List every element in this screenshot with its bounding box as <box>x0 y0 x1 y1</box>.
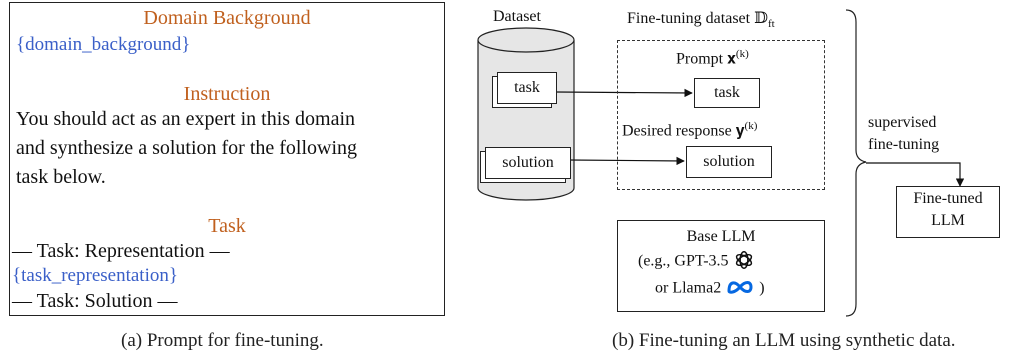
openai-logo-icon <box>735 251 752 269</box>
task-heading: Task <box>208 215 246 237</box>
finetuned-llm-box <box>896 186 1000 238</box>
task-representation-line: — Task: Representation — <box>12 240 230 262</box>
ft-dataset-box <box>617 40 825 190</box>
caption-a: (a) Prompt for fine-tuning. <box>121 330 324 351</box>
base-llm-box <box>617 220 825 312</box>
instruction-line: task below. <box>16 166 106 188</box>
dataset-label: Dataset <box>493 8 541 25</box>
solution-arrow <box>568 156 685 166</box>
instruction-line: You should act as an expert in this doma… <box>16 108 356 130</box>
domain-background-heading: Domain Background <box>143 7 311 29</box>
instruction-heading: Instruction <box>183 83 271 105</box>
dataset-task-card: task <box>497 72 557 104</box>
task-solution-line: — Task: Solution — <box>12 290 178 312</box>
task-representation-placeholder: {task_representation} <box>12 265 178 286</box>
ft-dataset-label: Fine-tuning dataset 𝔻ft <box>627 10 775 31</box>
finetuned-llm-line2: LLM <box>931 212 965 229</box>
base-llm-title: Base LLM <box>686 228 756 245</box>
instruction-line: and synthesize a solution for the follow… <box>16 137 358 159</box>
base-llm-example-line: (e.g., GPT-3.5 <box>638 251 755 273</box>
task-arrow <box>555 88 693 98</box>
finetuned-llm-line1: Fine-tuned <box>913 190 983 207</box>
dataset-solution-card: solution <box>485 147 571 179</box>
sft-label-line1: supervised <box>868 114 937 131</box>
prompt-template-box: Domain Background {domain_background} In… <box>9 2 445 316</box>
domain-background-placeholder: {domain_background} <box>16 34 191 55</box>
base-llm-llama-line: or Llama2 ) <box>655 279 765 299</box>
response-label: Desired response 𝐲(k) <box>622 120 758 140</box>
prompt-task-box: task <box>694 78 760 108</box>
response-solution-box: solution <box>686 146 772 178</box>
caption-b: (b) Fine-tuning an LLM using synthetic d… <box>612 330 956 351</box>
meta-logo-icon <box>727 281 753 294</box>
sft-label-line2: fine-tuning <box>868 136 940 153</box>
sft-arrow <box>866 162 965 187</box>
right-brace <box>845 9 867 317</box>
prompt-label: Prompt 𝐱(k) <box>676 48 749 68</box>
